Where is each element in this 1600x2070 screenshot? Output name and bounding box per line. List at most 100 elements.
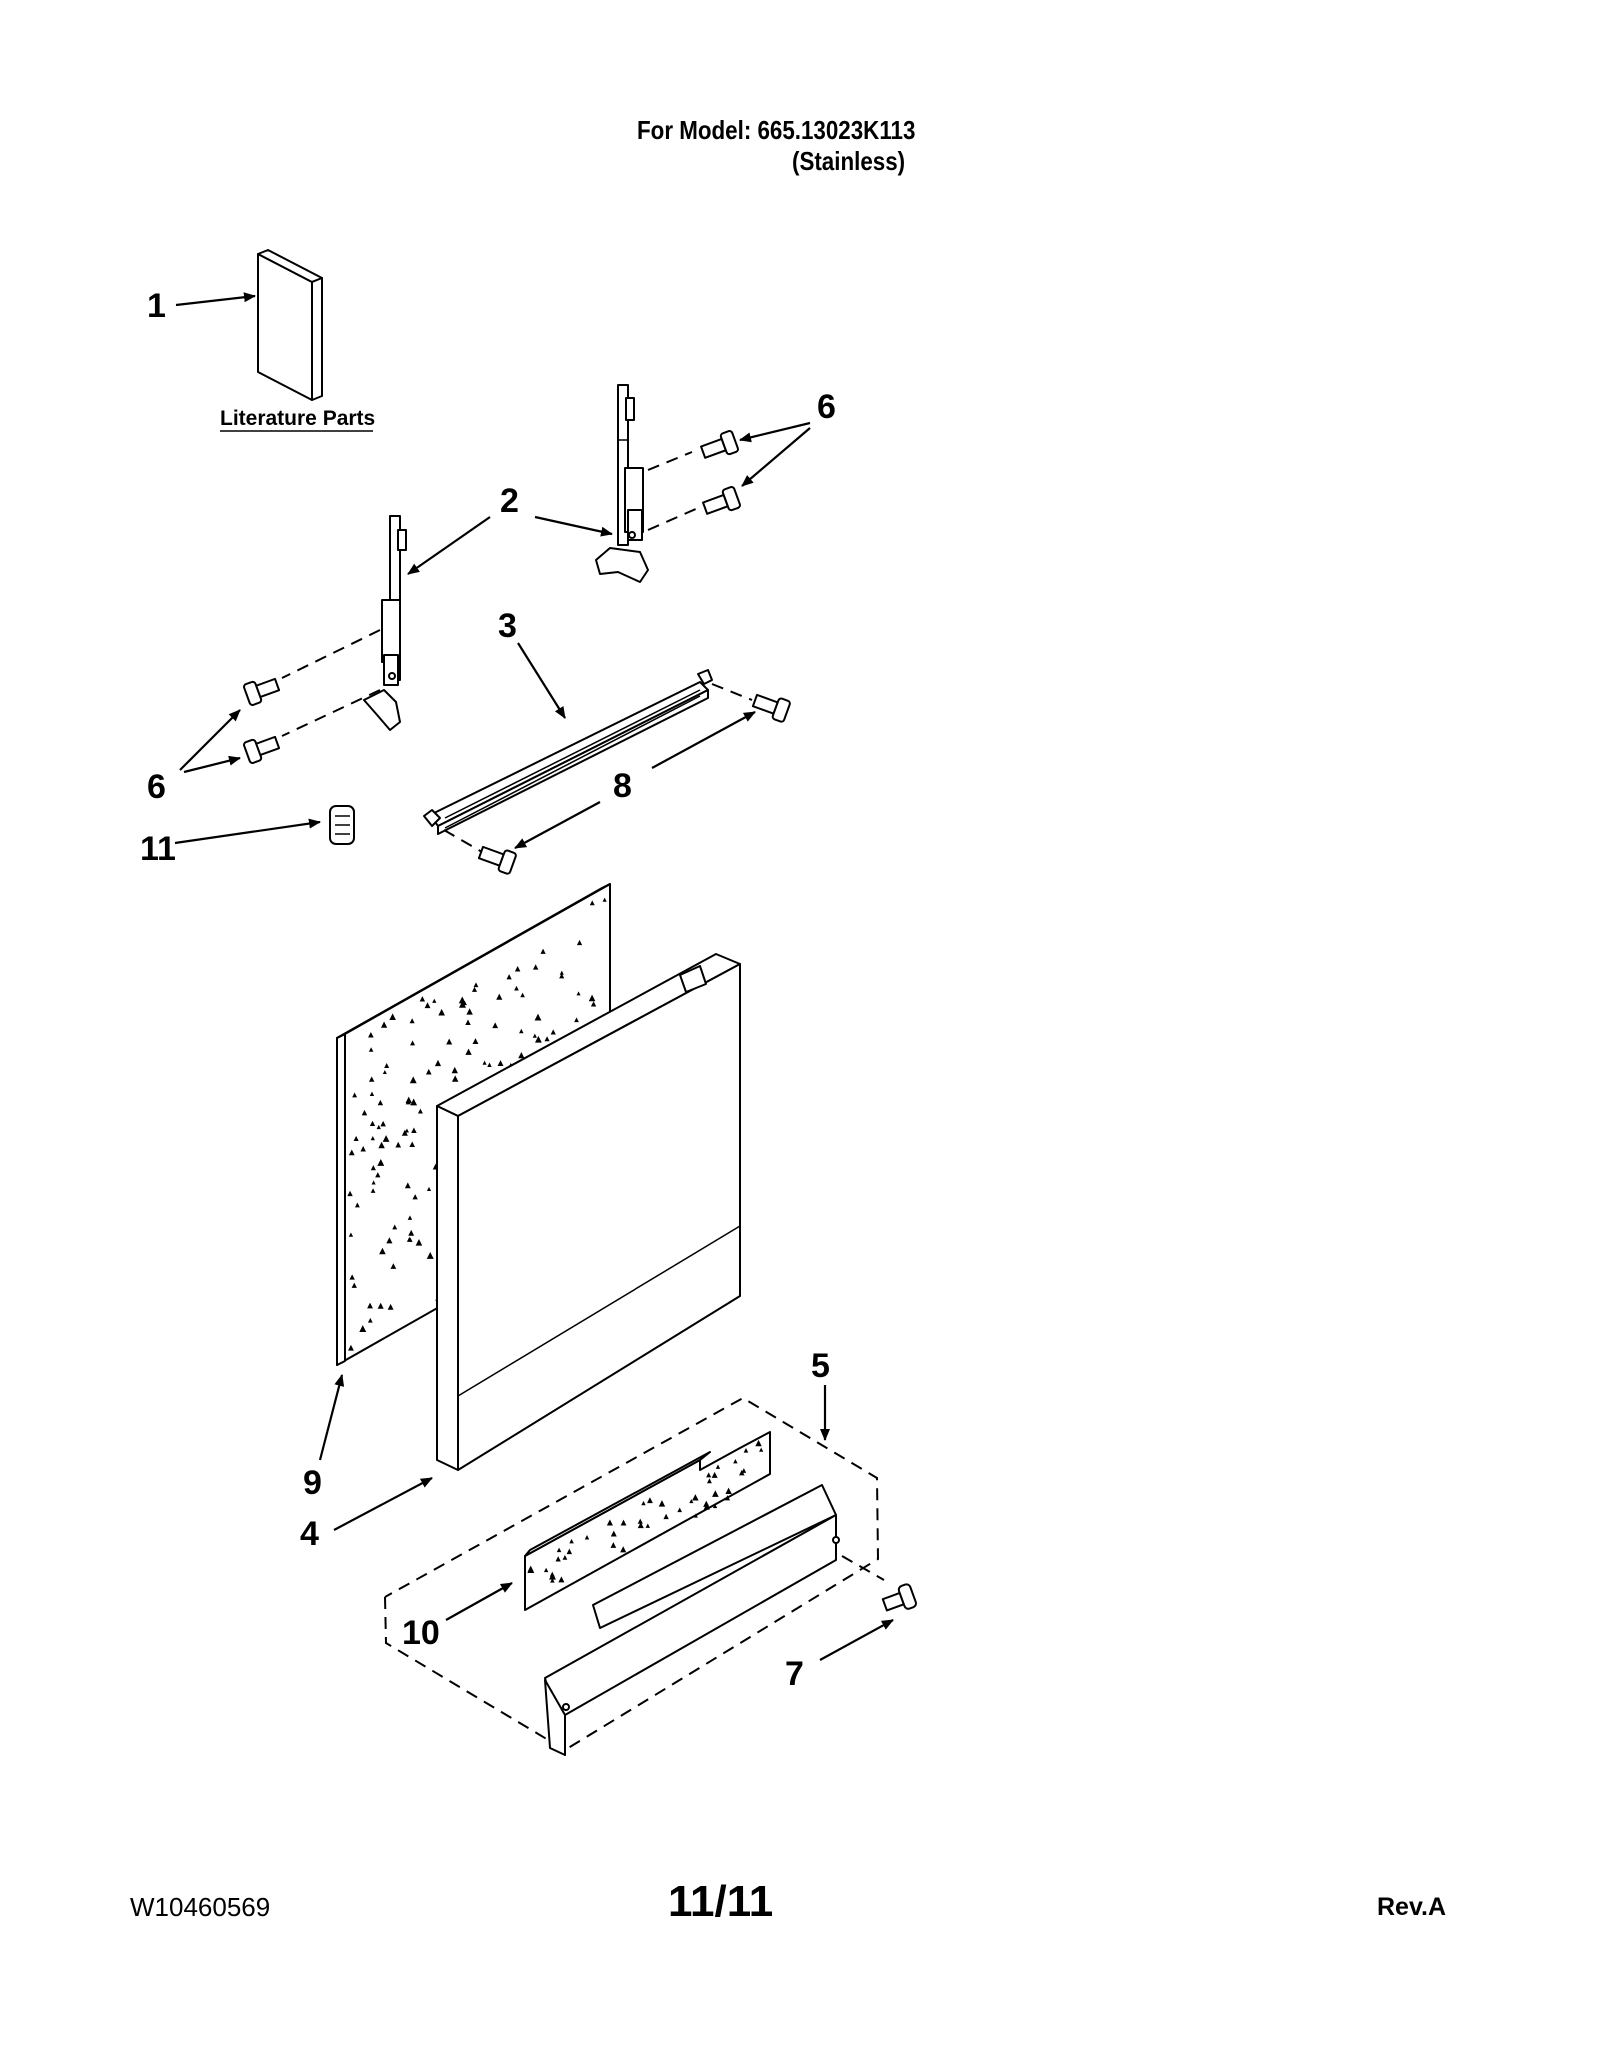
insulation-speck — [451, 1066, 458, 1074]
insulation-speck — [559, 973, 565, 979]
insulation-speck — [348, 1344, 354, 1351]
insulation-speck — [382, 1135, 390, 1142]
insulation-speck — [559, 970, 564, 975]
revision-label: Rev.A — [1377, 1893, 1447, 1921]
insulation-speck — [376, 1124, 381, 1130]
insulation-speck — [386, 1237, 393, 1244]
insulation-speck — [487, 1062, 492, 1067]
insulation-speck — [637, 1518, 643, 1524]
callout-10-leader — [445, 1582, 513, 1621]
insulation-speck — [712, 1503, 718, 1509]
callout-3: 3 — [498, 607, 517, 645]
insulation-speck — [408, 1229, 415, 1236]
insulation-speck — [602, 897, 607, 902]
insulation-speck — [348, 1232, 354, 1237]
insulation-speck — [368, 1076, 375, 1082]
insulation-speck — [389, 1013, 396, 1020]
insulation-speck — [606, 1519, 613, 1526]
insulation-speck — [353, 1135, 359, 1141]
hinge-screws-lower — [243, 677, 281, 764]
insulation-speck — [743, 1447, 749, 1453]
insulation-speck — [706, 1472, 712, 1478]
outer-door-panel — [436, 953, 741, 1471]
callout-4: 4 — [300, 1515, 319, 1553]
insulation-speck — [417, 1108, 423, 1114]
insulation-speck — [532, 964, 539, 970]
callout-2-leader-right — [534, 515, 613, 537]
toe-panel-assembly-outline — [384, 1396, 880, 1752]
insulation-speck — [451, 1075, 459, 1082]
insulation-speck — [377, 1158, 385, 1166]
insulation-speck — [473, 982, 479, 988]
callout-1: 1 — [147, 287, 166, 325]
insulation-speck — [677, 1507, 682, 1513]
insulation-speck — [482, 1060, 487, 1065]
insulation-speck — [465, 1048, 472, 1055]
insulation-speck — [610, 1542, 617, 1548]
insulation-speck — [409, 1076, 417, 1084]
insulation-speck — [384, 1062, 390, 1068]
insulation-speck — [368, 1047, 374, 1052]
insulation-speck — [410, 1040, 416, 1046]
callout-2-leader-left — [407, 516, 491, 575]
insulation-speck — [379, 1247, 386, 1255]
insulation-speck — [689, 1498, 694, 1504]
hinge-screws-upper — [700, 430, 741, 515]
insulation-speck — [410, 1098, 418, 1106]
insulation-speck — [527, 1566, 535, 1573]
insulation-speck — [496, 993, 503, 1000]
insulation-speck — [550, 1578, 555, 1583]
insulation-speck — [584, 1535, 590, 1540]
insulation-speck — [405, 1096, 412, 1104]
insulation-speck — [438, 1008, 445, 1016]
insulation-speck — [382, 1070, 387, 1075]
document-number: W10460569 — [130, 1892, 271, 1922]
insulation-speck — [566, 1548, 573, 1555]
insulation-speck — [392, 1224, 398, 1230]
insulation-speck — [377, 1099, 384, 1106]
insulation-speck — [535, 1035, 542, 1043]
insulation-speck — [368, 1031, 374, 1038]
insulation-speck — [641, 1500, 646, 1506]
insulation-speck — [520, 992, 525, 998]
insulation-speck — [415, 1239, 423, 1246]
insulation-speck — [532, 1033, 537, 1038]
insulation-speck — [409, 1018, 415, 1024]
insulation-speck — [739, 1469, 745, 1476]
insulation-speck — [348, 1149, 355, 1156]
insulation-speck — [465, 1019, 471, 1025]
callout-6-upper-leader-a — [739, 421, 811, 443]
insulation-speck — [426, 1251, 434, 1259]
insulation-speck — [711, 1471, 718, 1478]
callout-6-upper: 6 — [817, 388, 836, 426]
insulation-speck — [459, 1000, 466, 1008]
insulation-speck — [387, 1303, 394, 1310]
insulation-speck — [497, 1060, 504, 1067]
insulation-speck — [647, 1497, 653, 1504]
insulation-speck — [472, 1038, 479, 1045]
insulation-speck — [425, 1068, 432, 1075]
insulation-speck — [550, 1029, 556, 1035]
insulation-speck — [514, 985, 519, 991]
insulation-speck — [380, 1021, 388, 1028]
insulation-speck — [556, 1547, 562, 1553]
insulation-speck — [370, 1136, 375, 1141]
insulation-speck — [703, 1500, 710, 1507]
insulation-speck — [724, 1495, 731, 1501]
insulation-speck — [755, 1439, 762, 1447]
insulation-speck — [367, 1317, 373, 1323]
callout-6-lower-leader-b — [183, 755, 241, 774]
insulation-speck — [404, 1182, 411, 1189]
finish-subtitle: (Stainless) — [792, 146, 906, 176]
insulation-speck — [663, 1513, 669, 1520]
insulation-speck — [432, 998, 437, 1003]
insulation-speck — [725, 1487, 732, 1494]
insulation-speck — [562, 1555, 568, 1560]
insulation-speck — [645, 1523, 651, 1528]
insulation-speck — [369, 1091, 375, 1097]
insulation-speck — [446, 1038, 453, 1045]
callout-6-upper-leader-b — [741, 427, 811, 487]
callout-6-lower-leader-a — [179, 709, 241, 771]
insulation-speck — [434, 1059, 442, 1067]
callout-8: 8 — [613, 767, 632, 805]
